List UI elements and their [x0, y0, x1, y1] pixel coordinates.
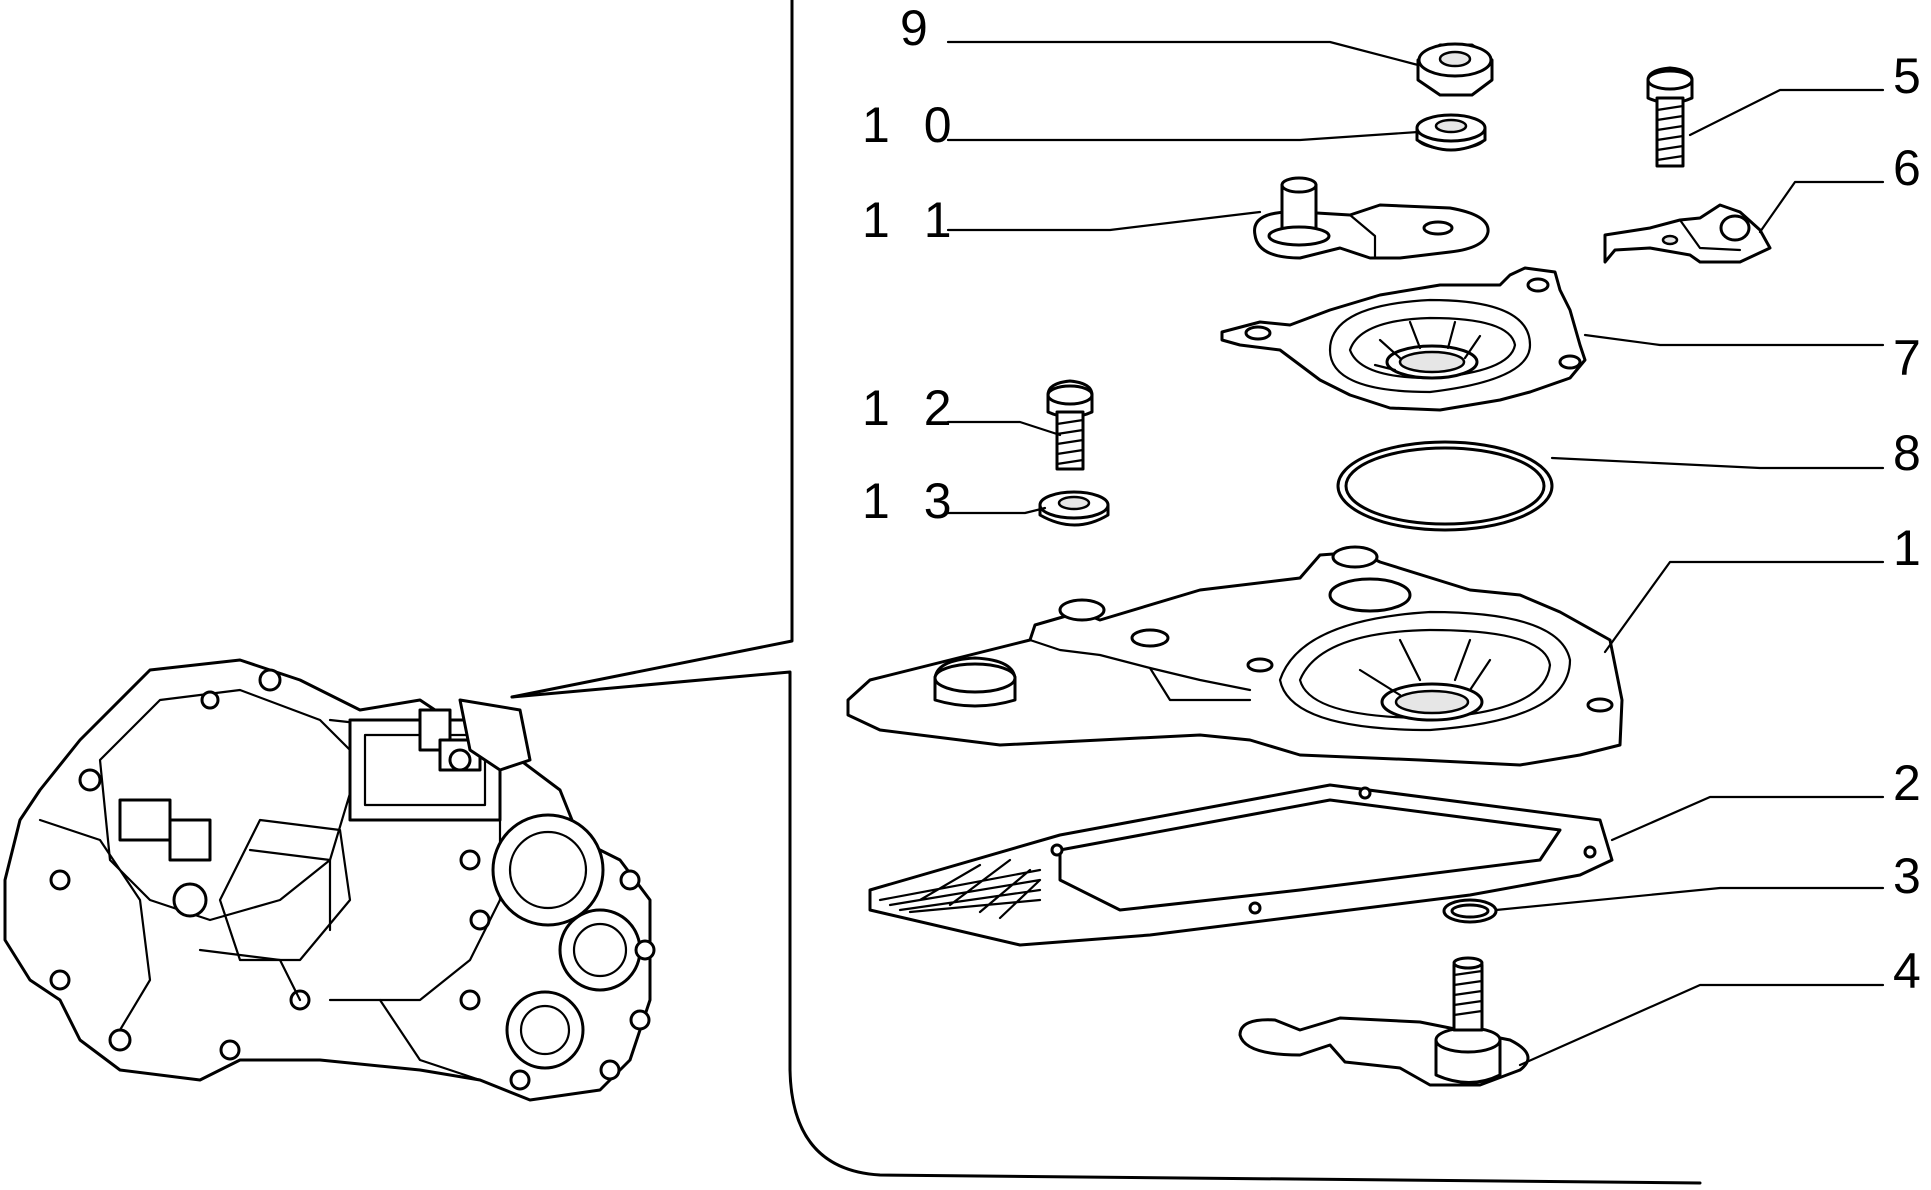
part-5-bolt	[1646, 66, 1694, 168]
callout-10: 1 0	[862, 97, 962, 153]
callout-13: 1 3	[862, 473, 962, 529]
part-13-washer	[1038, 490, 1110, 527]
callout-1: 1	[1893, 520, 1931, 576]
part-9-hex-nut	[1416, 42, 1494, 97]
callout-9: 9	[900, 0, 938, 56]
part-1-housing-cover	[846, 545, 1624, 767]
part-12-bolt	[1046, 379, 1094, 471]
part-6-bracket	[1603, 203, 1772, 264]
part-2-gasket	[868, 783, 1614, 947]
callout-3: 3	[1893, 848, 1931, 904]
part-10-washer	[1415, 113, 1487, 152]
callout-4: 4	[1893, 943, 1931, 999]
part-4-stud-plate	[1238, 956, 1530, 1087]
part-3-ring	[1442, 898, 1498, 924]
callout-numbers: 9 1 0 1 1 1 2 1 3 5 6 7 8 1 2 3 4	[862, 0, 1931, 999]
callout-12: 1 2	[862, 380, 962, 436]
callout-5: 5	[1893, 48, 1931, 104]
part-8-o-ring	[1336, 440, 1554, 532]
callout-11: 1 1	[862, 192, 962, 248]
part-7-cover	[1220, 266, 1587, 412]
callout-6: 6	[1893, 140, 1931, 196]
callout-2: 2	[1893, 755, 1931, 811]
detail-frame	[510, 0, 1702, 1185]
callout-7: 7	[1893, 330, 1931, 386]
part-11-stud-plate	[1253, 176, 1490, 260]
leader-lines	[946, 40, 1885, 1067]
callout-8: 8	[1893, 425, 1931, 481]
gearbox-assembly-illustration	[3, 658, 656, 1102]
